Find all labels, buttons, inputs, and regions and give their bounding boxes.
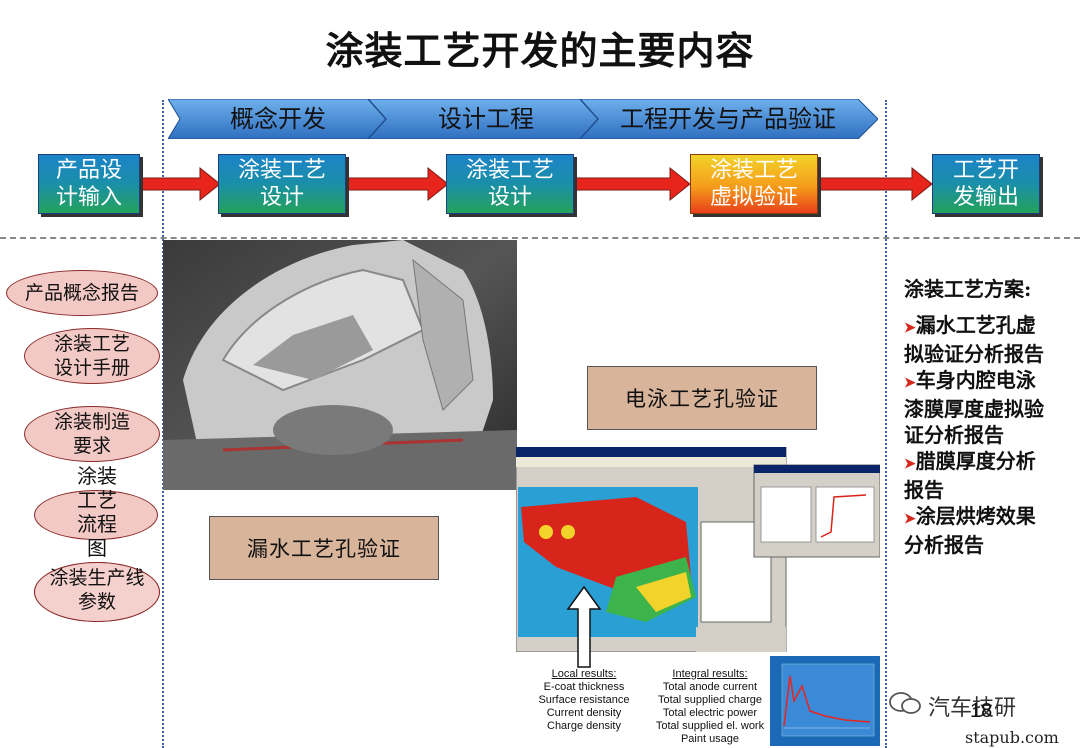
phase-bar: 概念开发 设计工程 工程开发与产品验证	[168, 99, 878, 139]
input-oval-manufacturing-req: 涂装制造要求	[24, 406, 160, 462]
flow-box-process-design-2: 涂装工艺设计	[446, 154, 574, 214]
divider-horizontal	[0, 237, 1080, 239]
flow-arrow-3	[575, 166, 691, 202]
watermark-text: 汽车技研	[928, 695, 1017, 720]
flow-arrow-4	[817, 166, 933, 202]
flow-arrow-2	[347, 166, 449, 202]
phase-concept: 概念开发	[230, 105, 326, 133]
output-heading: 涂装工艺方案:	[904, 277, 1032, 301]
input-oval-concept-report: 产品概念报告	[6, 270, 158, 316]
wechat-icon	[889, 692, 921, 714]
integral-results: Integral results: Total anode current To…	[655, 668, 765, 745]
page-title: 涂装工艺开发的主要内容	[325, 28, 755, 73]
flow-arrow-1	[139, 166, 221, 202]
output-item: ➤车身内腔电泳漆膜厚度虚拟验证分析报告	[904, 368, 1044, 447]
page-number: 18	[970, 700, 993, 722]
flow-box-process-output: 工艺开发输出	[932, 154, 1040, 214]
leak-hole-validation-label: 漏水工艺孔验证	[209, 516, 439, 580]
ecoat-hole-validation-label: 电泳工艺孔验证	[587, 366, 817, 430]
pointer-arrow	[566, 585, 602, 668]
flow-box-product-input: 产品设计输入	[38, 154, 140, 214]
output-list: ➤漏水工艺孔虚拟验证分析报告 ➤车身内腔电泳漆膜厚度虚拟验证分析报告 ➤腊膜厚度…	[904, 312, 1074, 558]
flow-arrows	[139, 166, 933, 202]
input-process-flow-text: 涂装工艺流程图	[77, 464, 117, 560]
car-body-photo	[163, 240, 517, 490]
results-graph	[770, 656, 880, 746]
divider-right	[885, 100, 887, 748]
output-item: ➤腊膜厚度分析报告	[904, 449, 1036, 502]
local-results: Local results: E-coat thickness Surface …	[538, 668, 630, 732]
phase-design: 设计工程	[438, 105, 534, 133]
input-oval-process-flow	[34, 490, 158, 540]
phase-engineering: 工程开发与产品验证	[620, 105, 836, 133]
site-watermark: stapub.com	[965, 728, 1059, 747]
flow-box-virtual-validation: 涂装工艺虚拟验证	[690, 154, 818, 214]
output-item: ➤漏水工艺孔虚拟验证分析报告	[904, 313, 1044, 366]
flow-box-process-design-1: 涂装工艺设计	[218, 154, 346, 214]
input-oval-design-manual: 涂装工艺设计手册	[24, 328, 160, 384]
output-item: ➤涂层烘烤效果分析报告	[904, 504, 1036, 557]
simulation-screenshot	[516, 447, 880, 652]
input-oval-line-params-fill: 涂装生产线参数	[34, 562, 160, 622]
